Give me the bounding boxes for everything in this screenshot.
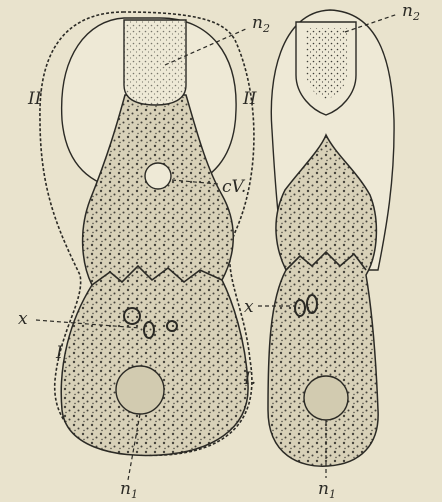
left-II-label: II	[27, 89, 42, 109]
left-x-label: x	[18, 309, 28, 329]
left-n1-label: n1	[120, 479, 138, 501]
right-n2-label: n2	[402, 1, 420, 23]
right-I-label: I.	[243, 369, 256, 389]
left-nucleus-n1	[116, 366, 164, 414]
left-cell	[40, 12, 254, 455]
right-x-label: x	[244, 297, 254, 317]
left-n2-texture	[124, 20, 186, 105]
right-cell	[268, 10, 394, 466]
right-n1-label: n1	[318, 479, 336, 501]
left-I-label: I	[55, 343, 63, 363]
right-nucleus-n1	[304, 376, 348, 420]
left-contractile-vacuole	[145, 163, 171, 189]
left-n2-label: n2	[252, 13, 270, 35]
left-cv-label: cV.	[222, 177, 246, 197]
right-II-label: II	[242, 89, 257, 109]
